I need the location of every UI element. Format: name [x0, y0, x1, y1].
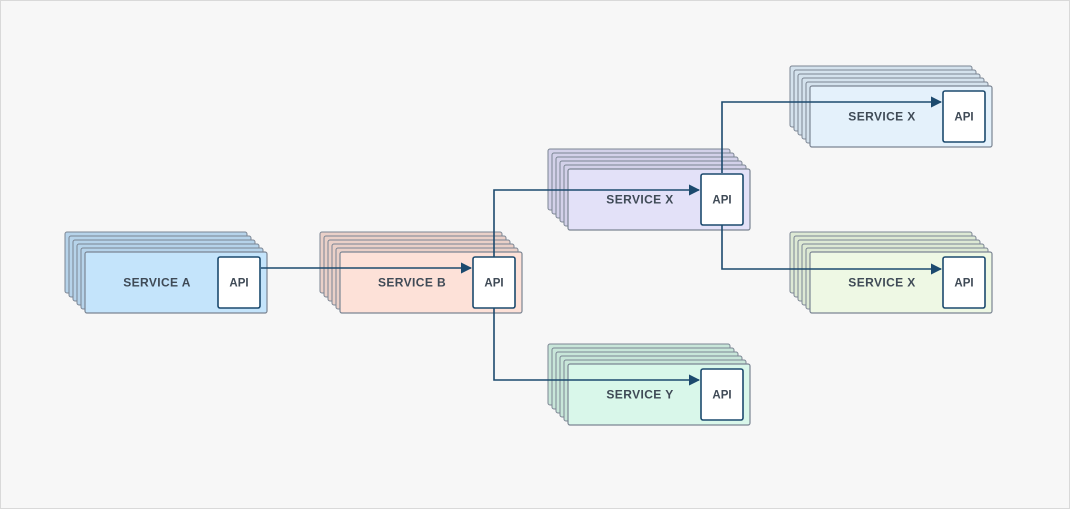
api-box[interactable] — [217, 256, 261, 309]
api-box[interactable] — [942, 256, 986, 309]
api-box[interactable] — [942, 90, 986, 143]
connectors — [261, 96, 943, 386]
service-b-api-label: API — [484, 278, 503, 290]
connector-b-to-y — [493, 308, 701, 386]
service-x-top-label: SERVICE X — [848, 110, 915, 124]
service-x-bottom-label: SERVICE X — [848, 276, 915, 290]
service-b-label: SERVICE B — [378, 276, 446, 290]
connector-x1-to-x3 — [721, 225, 943, 275]
service-x-middle-label: SERVICE X — [606, 193, 673, 207]
service-a-label: SERVICE A — [123, 276, 191, 290]
api-overlay[interactable]: API — [700, 368, 744, 421]
service-b-stack[interactable]: SERVICE B — [319, 231, 523, 314]
connector-x1-to-x2 — [721, 96, 943, 173]
connector-b-to-x1 — [493, 184, 701, 257]
api-overlay[interactable]: API — [942, 90, 986, 143]
api-overlay[interactable]: API — [942, 256, 986, 309]
service-x-middle-api-label: API — [712, 195, 731, 207]
api-overlay[interactable]: API — [700, 173, 744, 226]
api-box[interactable] — [472, 256, 516, 309]
api-box[interactable] — [700, 173, 744, 226]
service-x-bottom-api-label: API — [954, 278, 973, 290]
service-a-api-label: API — [229, 278, 248, 290]
api-overlay[interactable]: API — [472, 256, 516, 309]
service-y-api-label: API — [712, 390, 731, 402]
api-overlay[interactable]: API — [217, 256, 261, 309]
service-y-label: SERVICE Y — [606, 388, 673, 402]
api-box[interactable] — [700, 368, 744, 421]
service-x-top-api-label: API — [954, 112, 973, 124]
